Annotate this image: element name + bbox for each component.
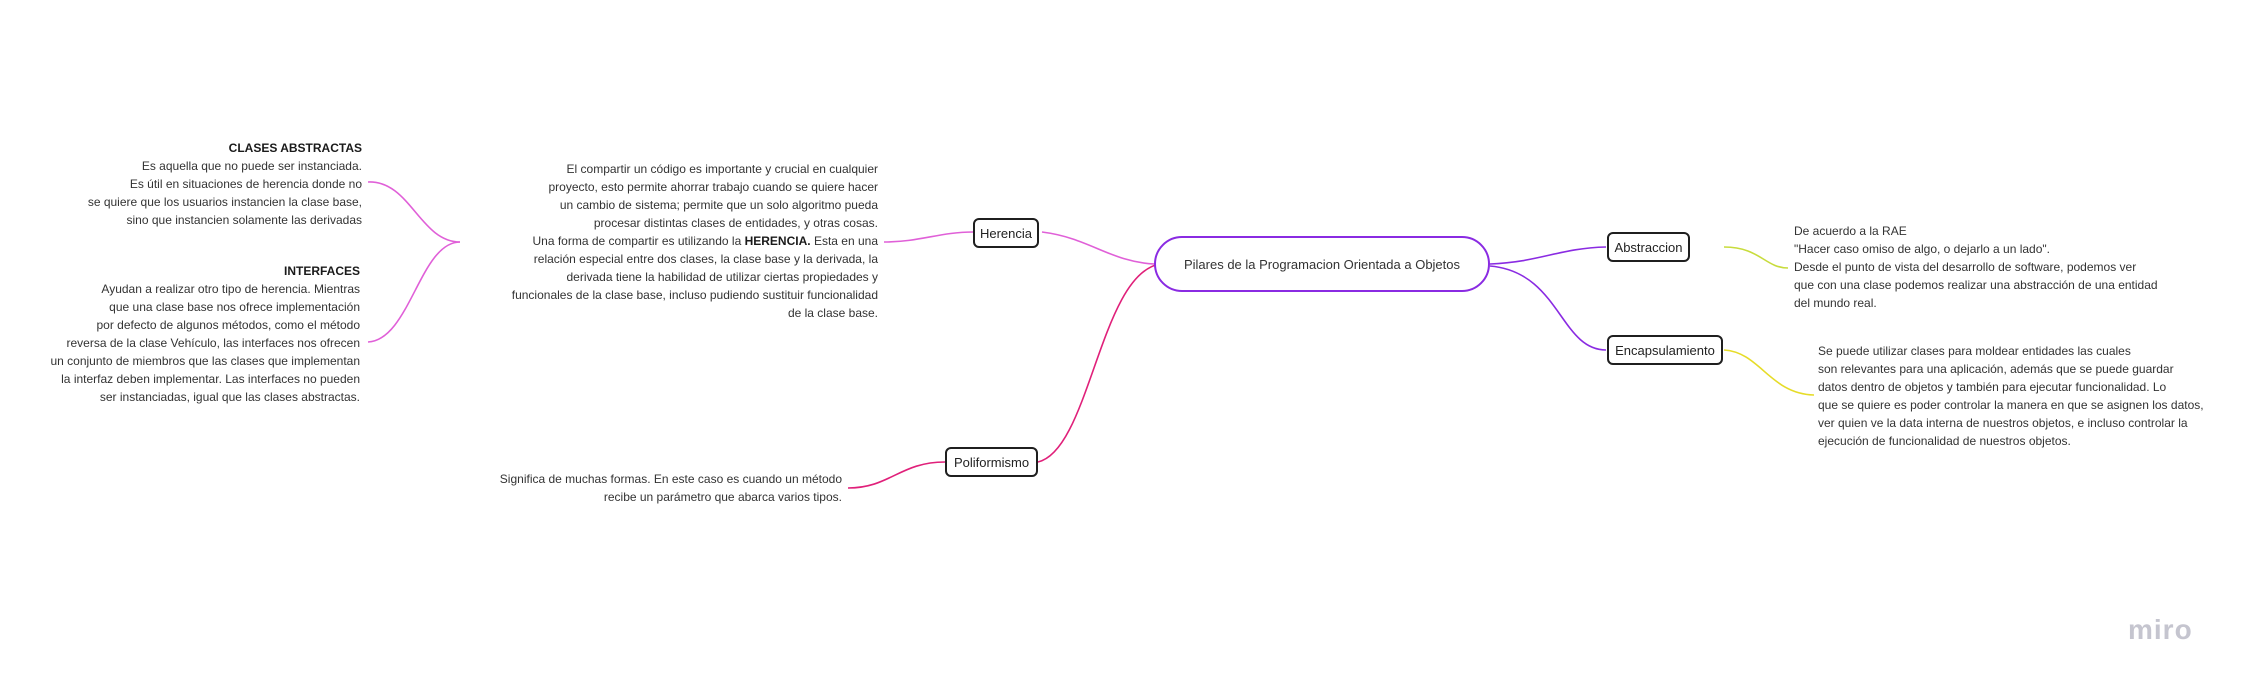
note-line: que una clase base nos ofrece implementa… xyxy=(109,300,360,314)
note-interfaces: INTERFACES Ayudan a realizar otro tipo d… xyxy=(4,262,360,406)
note-line: Es útil en situaciones de herencia donde… xyxy=(129,177,362,191)
connector-central-poliformismo xyxy=(1037,263,1161,463)
note-line: reversa de la clase Vehículo, las interf… xyxy=(66,336,361,350)
note-line: Significa de muchas formas. En este caso… xyxy=(499,472,842,486)
note-line: ser instanciadas, igual que las clases a… xyxy=(99,390,360,404)
note-line: "Hacer caso omiso de algo, o dejarlo a u… xyxy=(1794,242,2051,256)
connector-note-interfaces xyxy=(367,241,461,343)
note-line: que con una clase podemos realizar una a… xyxy=(1794,278,2158,292)
note-abstraccion: De acuerdo a la RAE "Hacer caso omiso de… xyxy=(1794,222,2214,312)
node-poliformismo-label: Poliformismo xyxy=(953,454,1030,470)
connector-herencia-note xyxy=(883,231,974,243)
node-herencia-label: Herencia xyxy=(979,225,1033,241)
note-clases-abstractas: CLASES ABSTRACTAS Es aquella que no pued… xyxy=(40,139,362,229)
note-text: Esta en una xyxy=(810,234,878,248)
note-title: CLASES ABSTRACTAS xyxy=(228,141,362,155)
node-abstraccion[interactable]: Abstraccion xyxy=(1607,232,1690,262)
node-poliformismo[interactable]: Poliformismo xyxy=(945,447,1038,477)
note-line: Ayudan a realizar otro tipo de herencia.… xyxy=(101,282,360,296)
note-line: son relevantes para una aplicación, adem… xyxy=(1818,362,2174,376)
note-encapsulamiento: Se puede utilizar clases para moldear en… xyxy=(1818,342,2238,450)
note-line: de la clase base. xyxy=(787,306,878,320)
note-line: procesar distintas clases de entidades, … xyxy=(593,216,878,230)
herencia-keyword: HERENCIA. xyxy=(744,234,811,248)
note-line: la interfaz deben implementar. Las inter… xyxy=(61,372,360,386)
note-line: Se puede utilizar clases para moldear en… xyxy=(1818,344,2131,358)
connector-central-encapsulamiento xyxy=(1489,265,1607,351)
note-title: INTERFACES xyxy=(283,264,360,278)
note-line: Es aquella que no puede ser instanciada. xyxy=(141,159,362,173)
connector-abstraccion-note xyxy=(1723,246,1789,269)
note-line: Desde el punto de vista del desarrollo d… xyxy=(1794,260,2137,274)
central-topic[interactable]: Pilares de la Programacion Orientada a O… xyxy=(1154,236,1490,292)
note-line: recibe un parámetro que abarca varios ti… xyxy=(603,490,842,504)
node-encapsulamiento-label: Encapsulamiento xyxy=(1615,342,1715,358)
note-line: sino que instancien solamente las deriva… xyxy=(126,213,362,227)
note-line: ver quien ve la data interna de nuestros… xyxy=(1818,416,2188,430)
connector-poliformismo-note xyxy=(847,461,946,489)
central-topic-label: Pilares de la Programacion Orientada a O… xyxy=(1183,256,1461,272)
node-herencia[interactable]: Herencia xyxy=(973,218,1039,248)
note-line: datos dentro de objetos y también para e… xyxy=(1818,380,2167,394)
note-line: por defecto de algunos métodos, como el … xyxy=(96,318,361,332)
note-line: funcionales de la clase base, incluso pu… xyxy=(511,288,878,302)
note-line: El compartir un código es importante y c… xyxy=(566,162,878,176)
node-abstraccion-label: Abstraccion xyxy=(1614,239,1683,255)
note-line: se quiere que los usuarios instancien la… xyxy=(87,195,362,209)
connector-central-abstraccion xyxy=(1489,246,1607,265)
connector-note-clases-abstractas xyxy=(367,181,461,243)
connector-central-herencia xyxy=(1041,231,1156,265)
miro-watermark-logo: miro xyxy=(2128,614,2193,645)
note-line: proyecto, esto permite ahorrar trabajo c… xyxy=(548,180,878,194)
note-line: relación especial entre dos clases, la c… xyxy=(533,252,878,266)
note-line: del mundo real. xyxy=(1794,296,1877,310)
note-text: Una forma de compartir es utilizando la xyxy=(532,234,745,248)
note-herencia: El compartir un código es importante y c… xyxy=(440,160,878,322)
note-poliformismo: Significa de muchas formas. En este caso… xyxy=(440,470,842,506)
note-line-herencia-keyword: Una forma de compartir es utilizando la … xyxy=(440,232,878,250)
note-line: que se quiere es poder controlar la mane… xyxy=(1818,398,2204,412)
note-line: De acuerdo a la RAE xyxy=(1794,224,1907,238)
note-line: un cambio de sistema; permite que un sol… xyxy=(559,198,878,212)
note-line: un conjunto de miembros que las clases q… xyxy=(50,354,360,368)
connector-encapsulamiento-note xyxy=(1723,349,1815,396)
node-encapsulamiento[interactable]: Encapsulamiento xyxy=(1607,335,1723,365)
note-line: ejecución de funcionalidad de nuestros o… xyxy=(1818,434,2071,448)
note-line: derivada tiene la habilidad de utilizar … xyxy=(566,270,878,284)
